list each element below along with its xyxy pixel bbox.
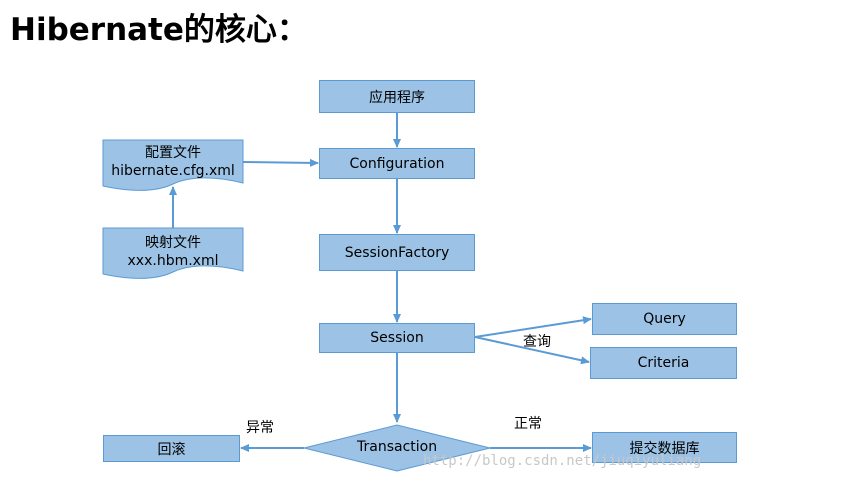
mapping-file-text: 映射文件 xxx.hbm.xml — [103, 234, 243, 270]
mapping-file-name: 映射文件 — [145, 235, 201, 251]
arrow-session-to-query — [474, 316, 592, 338]
page-title: Hibernate的核心： — [10, 12, 308, 48]
edge-label-normal: 正常 — [514, 416, 542, 432]
node-transaction-label: Transaction — [357, 439, 438, 455]
node-configuration: Configuration — [319, 148, 475, 179]
node-rollback: 回滚 — [103, 435, 240, 462]
node-commit: 提交数据库 — [592, 432, 737, 463]
mapping-file-shape — [102, 227, 244, 279]
edge-label-exception: 异常 — [246, 420, 274, 436]
config-file-shape — [102, 139, 244, 191]
watermark: http://blog.csdn.net/jiuqiyuliang — [423, 453, 702, 469]
mapping-file-path: xxx.hbm.xml — [127, 253, 219, 269]
node-session: Session — [319, 323, 475, 353]
config-file-path: hibernate.cfg.xml — [111, 163, 235, 179]
config-file-name: 配置文件 — [145, 145, 201, 161]
node-query: Query — [592, 303, 737, 335]
node-criteria: Criteria — [590, 347, 737, 379]
arrow-file-to-config — [242, 158, 319, 167]
arrow-session-to-criteria — [474, 336, 590, 365]
node-app: 应用程序 — [319, 80, 475, 113]
node-session-factory: SessionFactory — [319, 234, 475, 271]
config-file-text: 配置文件 hibernate.cfg.xml — [103, 144, 243, 180]
edge-label-query: 查询 — [523, 334, 551, 350]
